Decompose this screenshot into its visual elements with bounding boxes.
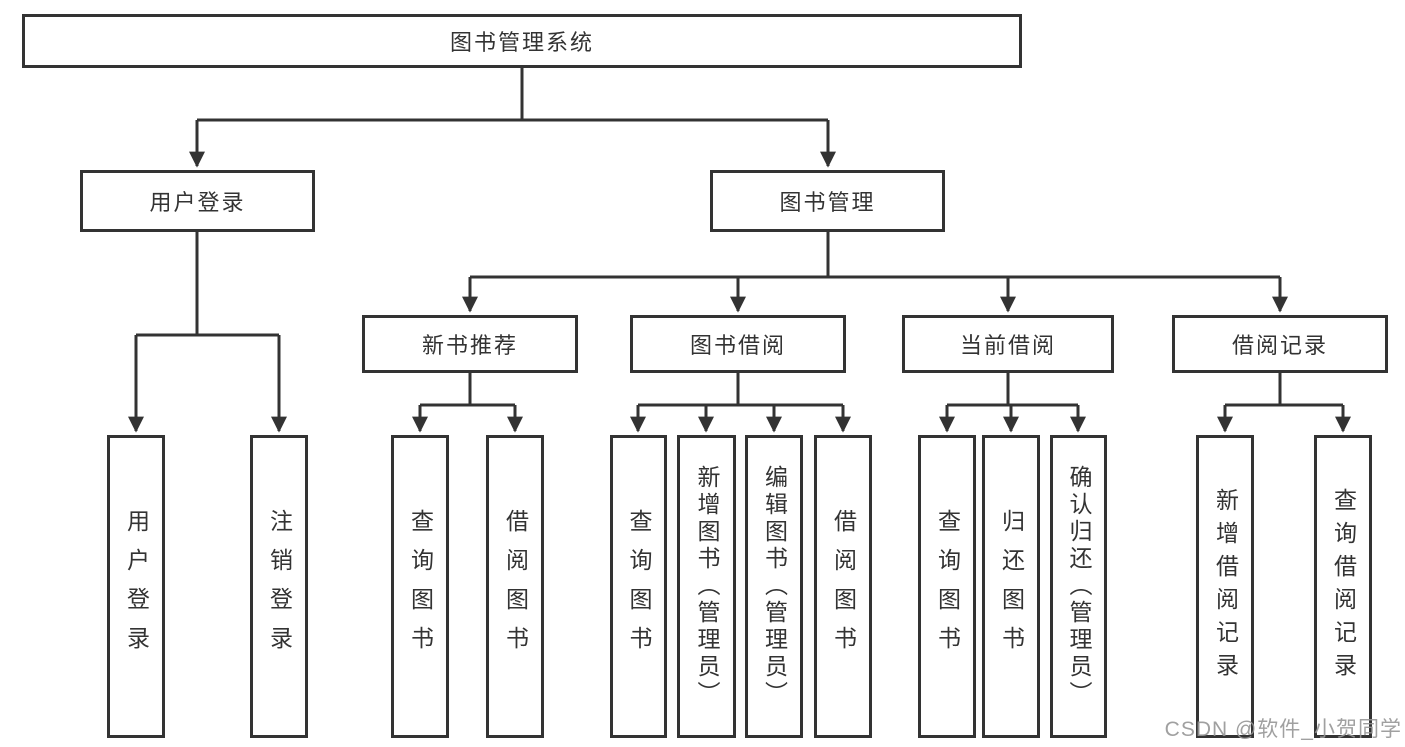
leaf-query-books-borrow: 查询图书 xyxy=(610,435,667,738)
leaf-query-borrow-record: 查询借阅记录 xyxy=(1314,435,1372,738)
node-user-login: 用户登录 xyxy=(80,170,315,232)
leaf-label: 新增借阅记录 xyxy=(1212,487,1239,686)
leaf-add-books-admin: 新增图书（管理员） xyxy=(677,435,736,738)
node-library-management-system: 图书管理系统 xyxy=(22,14,1022,68)
leaf-label: 查询图书 xyxy=(626,508,652,665)
leaf-label: 查询图书 xyxy=(407,508,434,665)
leaf-return-books: 归还图书 xyxy=(982,435,1040,738)
leaf-add-borrow-record: 新增借阅记录 xyxy=(1196,435,1254,738)
leaf-confirm-return-admin: 确认归还（管理员） xyxy=(1050,435,1107,738)
node-borrow-records: 借阅记录 xyxy=(1172,315,1388,373)
leaf-label: 新增图书（管理员） xyxy=(694,465,720,708)
leaf-query-books-recommend: 查询图书 xyxy=(391,435,449,738)
leaf-edit-books-admin: 编辑图书（管理员） xyxy=(745,435,803,738)
node-label: 借阅记录 xyxy=(1231,333,1328,358)
node-book-management: 图书管理 xyxy=(710,170,945,232)
leaf-label: 查询图书 xyxy=(934,508,961,665)
node-current-borrow: 当前借阅 xyxy=(902,315,1114,373)
leaf-borrow-books-recommend: 借阅图书 xyxy=(486,435,544,738)
leaf-label: 编辑图书（管理员） xyxy=(761,465,788,708)
leaf-label: 归还图书 xyxy=(998,508,1025,665)
leaf-label: 注销登录 xyxy=(266,508,293,665)
leaf-borrow-books: 借阅图书 xyxy=(814,435,872,738)
node-label: 图书管理系统 xyxy=(449,30,594,55)
leaf-label: 借阅图书 xyxy=(502,508,529,665)
leaf-label: 确认归还（管理员） xyxy=(1066,465,1092,708)
leaf-user-login: 用户登录 xyxy=(107,435,165,738)
node-book-borrow: 图书借阅 xyxy=(630,315,846,373)
node-label: 图书借阅 xyxy=(689,333,786,358)
leaf-logout: 注销登录 xyxy=(250,435,308,738)
node-label: 图书管理 xyxy=(779,190,876,215)
leaf-label: 用户登录 xyxy=(123,508,150,665)
node-label: 当前借阅 xyxy=(959,333,1056,358)
csdn-watermark: CSDN @软件_小贺同学 xyxy=(1164,718,1402,741)
leaf-label: 借阅图书 xyxy=(830,508,857,665)
leaf-query-books-current: 查询图书 xyxy=(918,435,976,738)
node-new-book-recommend: 新书推荐 xyxy=(362,315,578,373)
node-label: 用户登录 xyxy=(149,190,246,215)
node-label: 新书推荐 xyxy=(421,333,518,358)
leaf-label: 查询借阅记录 xyxy=(1330,487,1357,686)
